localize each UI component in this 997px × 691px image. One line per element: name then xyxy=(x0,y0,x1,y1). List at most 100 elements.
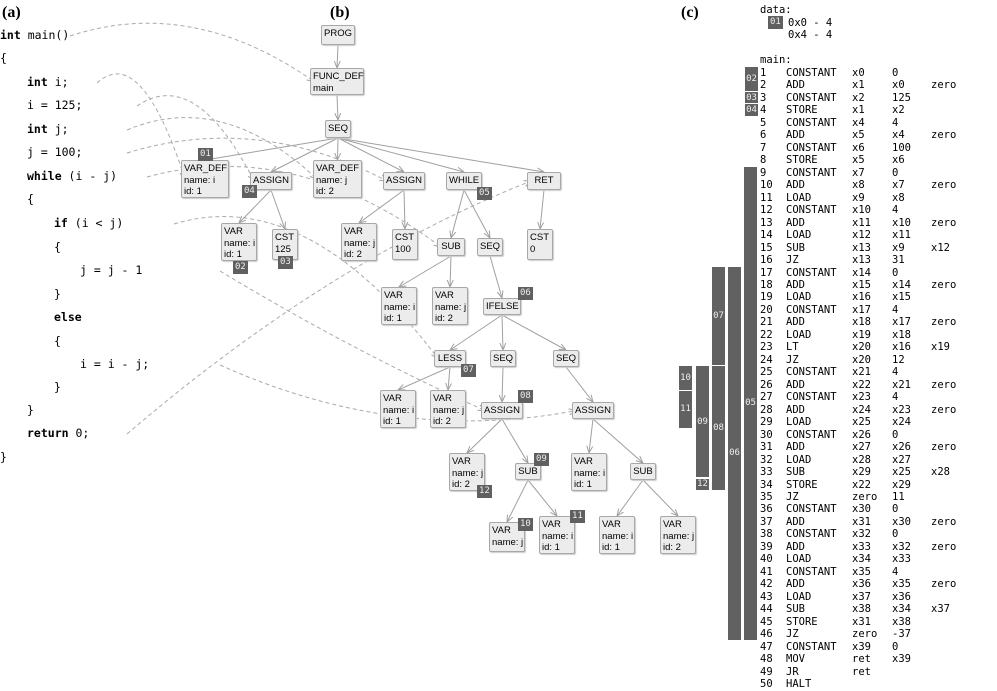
code-line: i = 125; xyxy=(27,98,82,112)
operand: 11 xyxy=(892,490,905,503)
operand: x11 xyxy=(852,216,871,229)
line-number: 4 xyxy=(760,104,767,117)
operand: x7 xyxy=(892,179,905,192)
operand: x26 xyxy=(852,428,871,441)
tree-edge xyxy=(463,189,490,238)
opcode: CONSTANT xyxy=(786,391,837,404)
code-text: { xyxy=(54,240,61,254)
code-keyword: if xyxy=(54,216,68,230)
operand: x0 xyxy=(892,79,905,92)
code-text: (i < j) xyxy=(67,216,124,230)
node-badge: 03 xyxy=(278,256,293,269)
opcode: SUB xyxy=(786,603,805,616)
tree-edge xyxy=(450,255,451,287)
operand: zero xyxy=(931,129,957,142)
opcode: MOV xyxy=(786,653,805,666)
operand: zero xyxy=(931,316,957,329)
tree-edge xyxy=(589,418,594,453)
line-number: 8 xyxy=(760,154,767,167)
operand: 0 xyxy=(892,67,899,79)
line-number: 17 xyxy=(760,266,773,279)
operand: x37 xyxy=(852,590,871,603)
opcode: LOAD xyxy=(786,229,812,242)
code-text: } xyxy=(54,287,61,301)
operand: x8 xyxy=(892,191,905,204)
code-line: int main() xyxy=(0,28,69,42)
operand: x19 xyxy=(931,341,950,354)
operand: x39 xyxy=(852,640,871,653)
node-badge: 02 xyxy=(233,261,248,274)
opcode: SUB xyxy=(786,466,805,479)
line-number: 3 xyxy=(760,91,767,104)
operand: -37 xyxy=(892,628,911,641)
ast-node-as1: ASSIGN xyxy=(250,172,292,190)
operand: x23 xyxy=(852,391,871,404)
opcode: CONSTANT xyxy=(786,204,837,217)
operand: x9 xyxy=(892,241,905,254)
operand: 0 xyxy=(892,528,899,541)
tree-edge xyxy=(501,314,566,350)
tree-edge xyxy=(399,255,452,287)
code-to-node-mapping xyxy=(69,22,314,81)
operand: x31 xyxy=(852,615,871,628)
main-section-title: main: xyxy=(760,54,792,66)
opcode: HALT xyxy=(786,678,812,691)
operand: 31 xyxy=(892,254,905,267)
line-number: 50 xyxy=(760,678,773,691)
operand: x4 xyxy=(852,116,865,129)
operand: zero xyxy=(931,515,957,528)
opcode: CONSTANT xyxy=(786,67,837,79)
operand: x34 xyxy=(892,603,911,616)
span-bar-12: 12 xyxy=(696,478,709,490)
operand: x35 xyxy=(852,565,871,578)
panel-label-c: (c) xyxy=(681,4,699,21)
tree-edge xyxy=(404,189,405,229)
operand: x29 xyxy=(852,466,871,479)
opcode: ADD xyxy=(786,515,805,528)
operand: 0 xyxy=(892,640,899,653)
operand: x10 xyxy=(852,204,871,217)
operand: x22 xyxy=(852,478,871,491)
ast-node-c0: CST 0 xyxy=(527,229,553,260)
code-text: { xyxy=(54,334,61,348)
span-bar-02: 02 xyxy=(745,67,758,91)
opcode: STORE xyxy=(786,154,818,167)
ast-node-while: WHILE xyxy=(446,172,482,190)
operand: x38 xyxy=(852,603,871,616)
line-number: 9 xyxy=(760,166,767,179)
line-number: 39 xyxy=(760,540,773,553)
code-text: i = 125; xyxy=(27,98,83,112)
operand: 4 xyxy=(892,565,899,578)
ast-node-v9: VAR name: j xyxy=(489,522,525,552)
ast-node-seq2: SEQ xyxy=(490,350,516,367)
ast-node-seq3: SEQ xyxy=(553,350,579,367)
operand: x5 xyxy=(852,129,865,142)
tree-edge xyxy=(502,314,503,350)
panel-label-b: (b) xyxy=(330,4,350,21)
ast-node-v7: VAR name: j id: 2 xyxy=(449,453,485,491)
operand: x9 xyxy=(852,191,865,204)
opcode: ADD xyxy=(786,378,805,391)
operand: x27 xyxy=(892,453,911,466)
opcode: LOAD xyxy=(786,328,812,341)
operand: x27 xyxy=(852,441,871,454)
data-row: 0x4 - 4 xyxy=(788,29,833,41)
code-line: int j; xyxy=(27,122,69,136)
node-badge: 09 xyxy=(534,453,549,466)
opcode: CONSTANT xyxy=(786,166,837,179)
opcode: LOAD xyxy=(786,453,812,466)
operand: 4 xyxy=(892,116,899,129)
code-line: { xyxy=(54,240,61,254)
line-number: 32 xyxy=(760,453,773,466)
operand: x16 xyxy=(852,291,871,304)
tree-edge xyxy=(451,189,465,238)
operand: x39 xyxy=(892,653,911,666)
data-badge: 01 xyxy=(768,16,783,29)
code-text: i; xyxy=(47,75,69,89)
code-keyword: int xyxy=(27,122,48,136)
operand: 0 xyxy=(892,428,899,441)
opcode: ADD xyxy=(786,316,805,329)
operand: x24 xyxy=(892,416,911,429)
ast-node-as2: ASSIGN xyxy=(383,172,425,190)
tree-edge xyxy=(448,366,450,390)
